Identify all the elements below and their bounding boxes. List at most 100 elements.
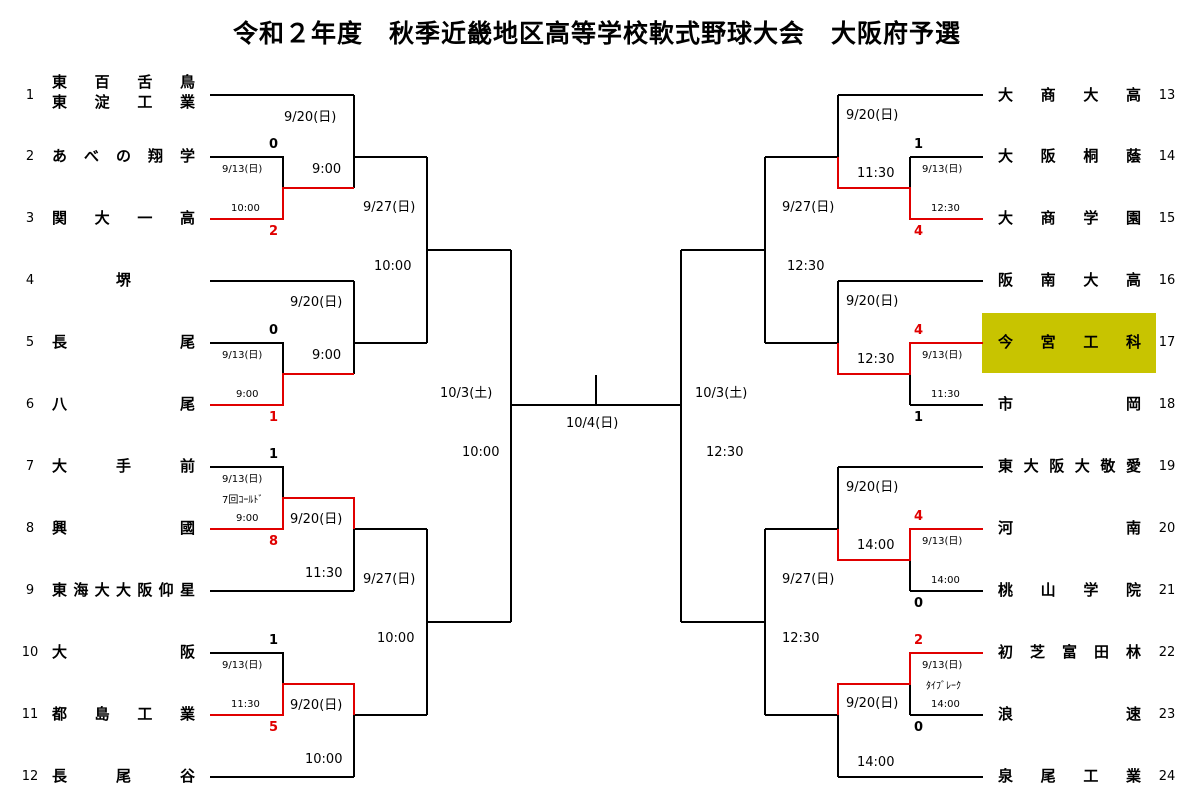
seed-number: 4 bbox=[25, 273, 35, 288]
score: 8 bbox=[269, 534, 279, 549]
match-time: 12:30 bbox=[782, 631, 820, 646]
score: 0 bbox=[914, 596, 924, 611]
score: 4 bbox=[914, 323, 924, 338]
seed-number: 16 bbox=[1158, 273, 1176, 288]
seed-number: 15 bbox=[1158, 211, 1176, 226]
seed-number: 21 bbox=[1158, 583, 1176, 598]
team-name: 長尾 bbox=[52, 333, 195, 351]
match-time: 11:30 bbox=[305, 566, 343, 581]
seed-number: 3 bbox=[25, 211, 35, 226]
match-time: 14:00 bbox=[857, 755, 895, 770]
match-date: 9/27(日) bbox=[363, 572, 416, 587]
tiebreak-note: ﾀｲﾌﾞﾚｰｸ bbox=[926, 681, 961, 692]
score: 0 bbox=[914, 720, 924, 735]
team-name: 阪南大高 bbox=[998, 271, 1141, 289]
seed-number: 14 bbox=[1158, 149, 1176, 164]
match-date: 9/13(日) bbox=[222, 474, 263, 485]
match-time: 14:00 bbox=[857, 538, 895, 553]
match-time: 10:00 bbox=[231, 203, 260, 214]
team-name-row: 東淀工業 bbox=[52, 93, 195, 111]
match-date: 9/13(日) bbox=[922, 660, 963, 671]
score: 4 bbox=[914, 224, 924, 239]
match-time: 9:00 bbox=[236, 513, 259, 524]
match-date: 9/20(日) bbox=[846, 480, 899, 495]
match-time: 12:30 bbox=[931, 203, 960, 214]
seed-number: 10 bbox=[21, 645, 39, 660]
team-1-joint: 東百舌鳥 東淀工業 bbox=[52, 72, 195, 112]
match-date: 10/3(土) bbox=[695, 386, 748, 401]
match-time: 10:00 bbox=[377, 631, 415, 646]
match-time: 14:00 bbox=[931, 575, 960, 586]
match-date: 9/27(日) bbox=[363, 200, 416, 215]
page-title: 令和２年度 秋季近畿地区高等学校軟式野球大会 大阪府予選 bbox=[232, 19, 961, 48]
score: 4 bbox=[914, 509, 924, 524]
seed-number: 23 bbox=[1158, 707, 1176, 722]
match-date: 9/27(日) bbox=[782, 200, 835, 215]
match-date: 9/13(日) bbox=[222, 660, 263, 671]
team-name: 大阪 bbox=[52, 643, 195, 661]
match-date: 9/20(日) bbox=[846, 294, 899, 309]
team-name: 桃山学院 bbox=[998, 581, 1141, 599]
team-name: 泉尾工業 bbox=[998, 767, 1141, 785]
score: 1 bbox=[914, 137, 924, 152]
score: 1 bbox=[914, 410, 924, 425]
team-name-row: 東百舌鳥 bbox=[52, 73, 195, 91]
match-time: 9:00 bbox=[312, 348, 342, 363]
score: 2 bbox=[269, 224, 279, 239]
team-name: あべの翔学 bbox=[52, 147, 195, 165]
team-name: 浪速 bbox=[998, 705, 1141, 723]
match-date: 9/20(日) bbox=[846, 696, 899, 711]
match-date: 9/13(日) bbox=[922, 536, 963, 547]
cold-game-note: 7回ｺｰﾙﾄﾞ bbox=[222, 495, 264, 506]
seed-number: 13 bbox=[1158, 88, 1176, 103]
team-name: 東海大大阪仰星 bbox=[52, 581, 195, 599]
match-date: 9/13(日) bbox=[222, 350, 263, 361]
team-name: 東大阪大敬愛 bbox=[998, 457, 1141, 475]
seed-number: 2 bbox=[25, 149, 35, 164]
match-date: 9/13(日) bbox=[922, 164, 963, 175]
score: 0 bbox=[269, 137, 279, 152]
seed-number: 11 bbox=[21, 707, 39, 722]
seed-number: 18 bbox=[1158, 397, 1176, 412]
team-name: 興國 bbox=[52, 519, 195, 537]
seed-number: 17 bbox=[1158, 335, 1176, 350]
team-name: 市岡 bbox=[998, 395, 1141, 413]
match-time: 10:00 bbox=[462, 445, 500, 460]
match-time: 11:30 bbox=[231, 699, 260, 710]
final-date: 10/4(日) bbox=[566, 416, 619, 431]
match-date: 9/20(日) bbox=[284, 110, 337, 125]
match-date: 9/20(日) bbox=[290, 512, 343, 527]
team-name: 大手前 bbox=[52, 457, 195, 475]
seed-number: 7 bbox=[25, 459, 35, 474]
team-name: 大商学園 bbox=[998, 209, 1141, 227]
seed-number: 8 bbox=[25, 521, 35, 536]
team-name: 大阪桐蔭 bbox=[998, 147, 1141, 165]
match-time: 12:30 bbox=[857, 352, 895, 367]
team-name: 都島工業 bbox=[52, 705, 195, 723]
score: 1 bbox=[269, 447, 279, 462]
match-date: 10/3(土) bbox=[440, 386, 493, 401]
match-date: 9/13(日) bbox=[222, 164, 263, 175]
team-name: 堺 bbox=[115, 271, 131, 289]
match-date: 9/20(日) bbox=[290, 295, 343, 310]
seed-number: 9 bbox=[25, 583, 35, 598]
match-time: 12:30 bbox=[787, 259, 825, 274]
match-time: 14:00 bbox=[931, 699, 960, 710]
seed-number: 22 bbox=[1158, 645, 1176, 660]
match-time: 9:00 bbox=[236, 389, 259, 400]
match-time: 10:00 bbox=[305, 752, 343, 767]
seed-number: 6 bbox=[25, 397, 35, 412]
seed-number: 12 bbox=[21, 769, 39, 784]
team-name: 八尾 bbox=[52, 395, 195, 413]
seed-number: 24 bbox=[1158, 769, 1176, 784]
match-time: 12:30 bbox=[706, 445, 744, 460]
match-time: 11:30 bbox=[857, 166, 895, 181]
match-date: 9/27(日) bbox=[782, 572, 835, 587]
score: 0 bbox=[269, 323, 279, 338]
match-time: 11:30 bbox=[931, 389, 960, 400]
team-name: 長尾谷 bbox=[52, 767, 195, 785]
score: 1 bbox=[269, 410, 279, 425]
seed-number: 5 bbox=[25, 335, 35, 350]
match-date: 9/20(日) bbox=[290, 698, 343, 713]
